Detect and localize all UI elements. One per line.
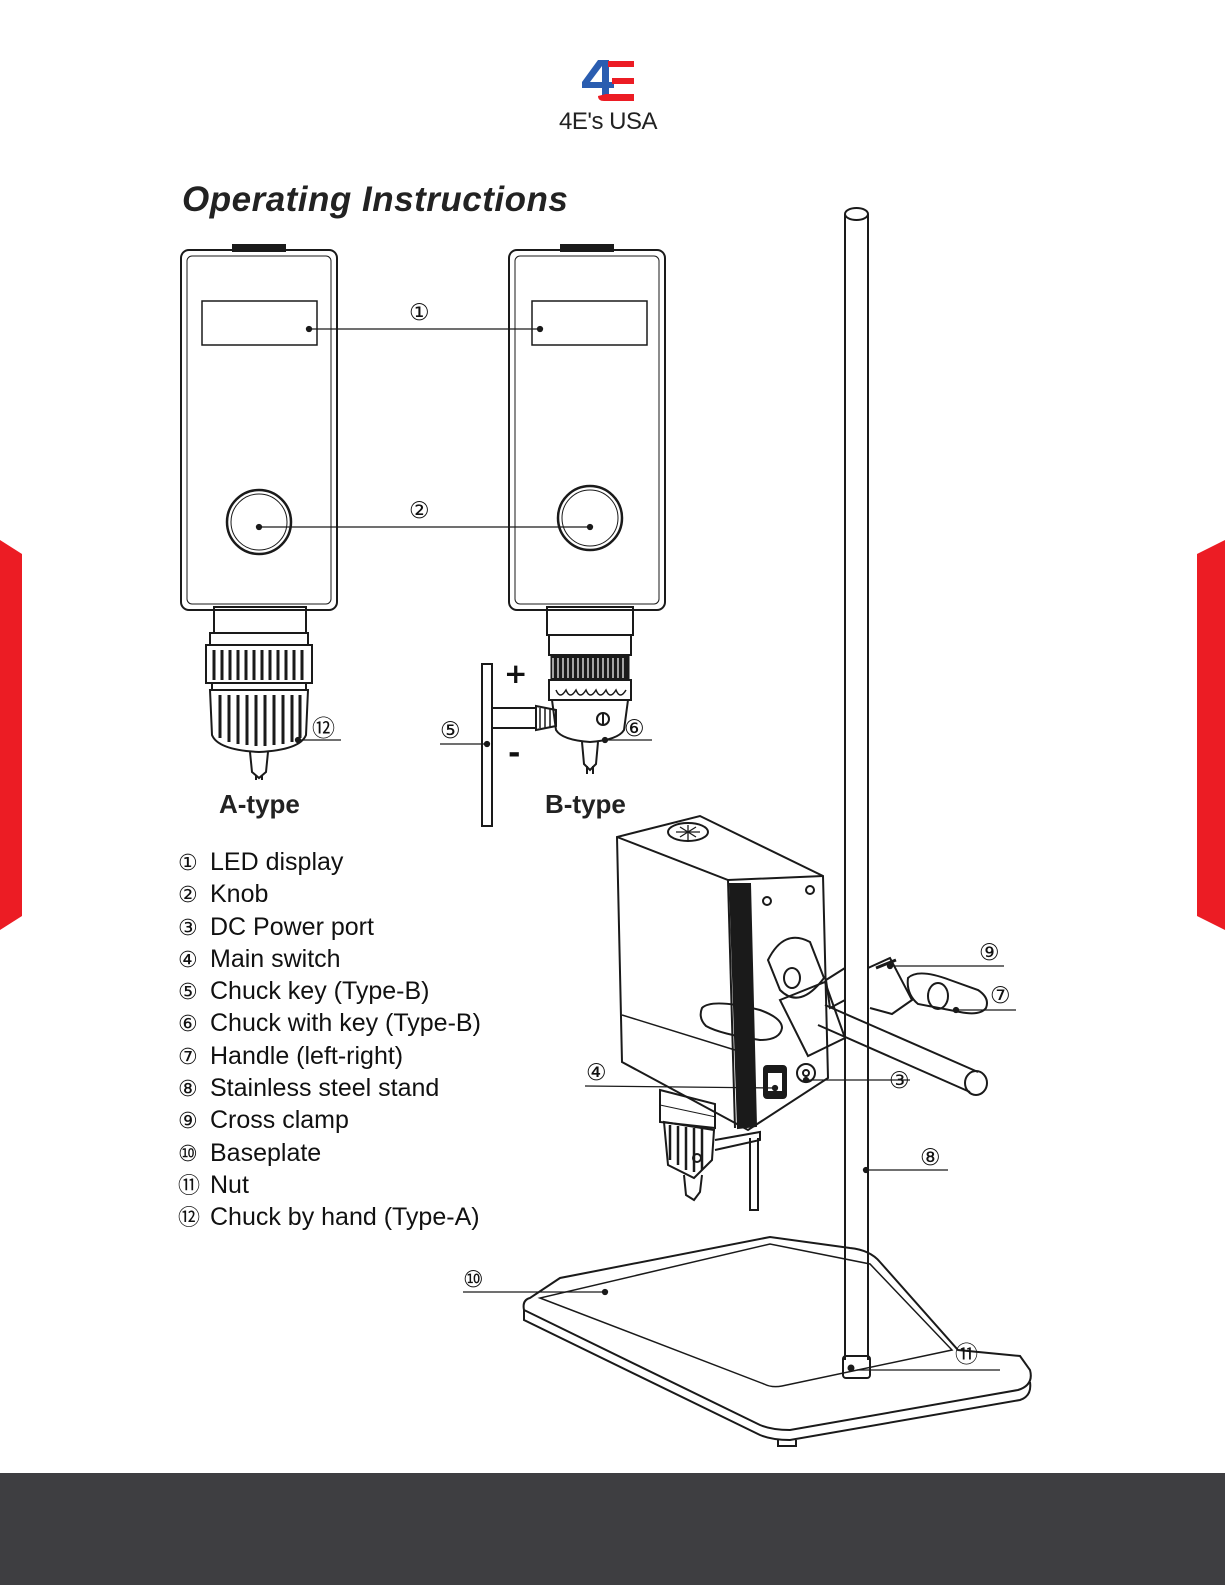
stainless-steel-stand — [843, 208, 870, 1378]
b-type-unit — [509, 245, 665, 774]
callout-1: ① — [409, 300, 430, 326]
a-type-unit — [181, 245, 337, 780]
callout-8: ⑧ — [920, 1145, 941, 1171]
callout-11: ⑪ — [955, 1342, 978, 1368]
page-footer-band — [0, 1473, 1225, 1585]
callout-12: ⑫ — [312, 716, 335, 742]
a-knob — [227, 490, 291, 554]
callout-4: ④ — [586, 1060, 607, 1086]
callout-3: ③ — [889, 1068, 910, 1094]
chuck-key-plus: + — [504, 657, 527, 690]
callout-6: ⑥ — [624, 716, 645, 742]
callout-9: ⑨ — [979, 940, 1000, 966]
callout-7: ⑦ — [990, 983, 1011, 1009]
callout-2: ② — [409, 498, 430, 524]
b-type-label: B-type — [545, 789, 626, 820]
a-type-label: A-type — [219, 789, 300, 820]
b-led-display — [532, 301, 647, 345]
chuck-key-minus: - — [508, 736, 520, 771]
mixer-diagram: + - — [0, 0, 1225, 1470]
callout-5: ⑤ — [440, 718, 461, 744]
a-led-display — [202, 301, 317, 345]
b-chuck — [549, 635, 631, 774]
callout-10: ⑩ — [463, 1267, 484, 1293]
a-chuck — [206, 633, 312, 780]
b-knob — [558, 486, 622, 550]
